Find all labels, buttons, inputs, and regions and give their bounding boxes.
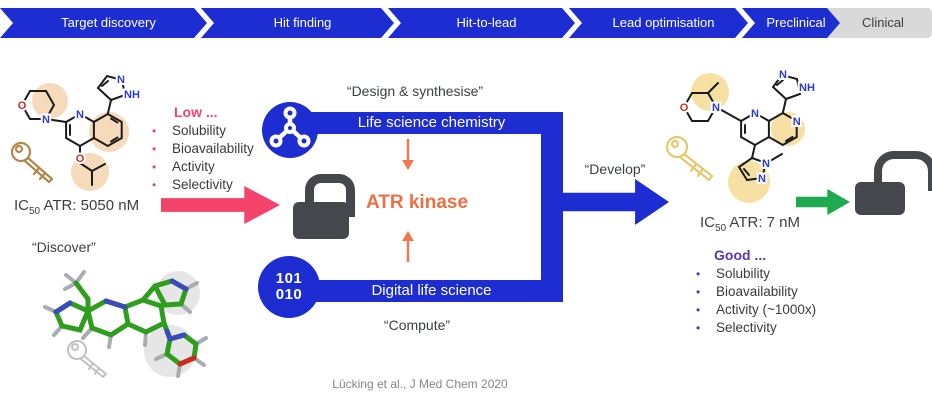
svg-text:N: N (762, 158, 770, 170)
lock-closed-icon (293, 202, 349, 239)
hit-molecule-structure: O N N N NH O (10, 72, 142, 191)
svg-text:O: O (680, 102, 689, 114)
nitrogen-sticks (53, 278, 189, 342)
low-list: •Solubility •Bioavailability •Activity •… (152, 122, 254, 194)
chemistry-circle (262, 102, 318, 158)
svg-text:N: N (712, 102, 720, 114)
list-item: •Bioavailability (696, 284, 798, 299)
compute-circle: 101 010 (258, 256, 320, 318)
svg-text:N: N (751, 108, 759, 120)
svg-text:NH: NH (124, 89, 140, 101)
list-item: •Selectivity (152, 177, 233, 192)
atom-labels: O N N N NH O (16, 72, 142, 167)
oxygen-sticks (177, 355, 197, 367)
compute-label: “Compute” (383, 317, 451, 333)
binary-code-icon: 101 010 (275, 269, 303, 303)
bullet: • (152, 142, 157, 156)
lock-closed-shackle-icon (305, 174, 355, 217)
stage-hit-to-lead: Hit-to-lead (388, 8, 575, 38)
hydrogen-sticks (43, 270, 208, 378)
svg-text:O: O (76, 153, 85, 165)
svg-text:NH: NH (799, 82, 815, 94)
life-science-chemistry-bar: Life science chemistry (300, 112, 563, 134)
svg-text:N: N (779, 69, 787, 81)
key-icon (10, 141, 54, 184)
list-item: •Activity (~1000x) (696, 302, 817, 317)
svg-text:N: N (758, 173, 766, 185)
molecule-icon (269, 106, 311, 148)
svg-text:N: N (76, 109, 84, 121)
stage-target-discovery: Target discovery (0, 8, 207, 38)
low-title: Low ... (174, 104, 218, 120)
stage-preclinical: Preclinical (742, 8, 840, 38)
bond-lines (20, 74, 127, 186)
lead-molecule-structure: O N N N N NH N N (665, 67, 817, 203)
atr-kinase-label: ATR kinase (365, 192, 469, 213)
design-synthesise-label: “Design & synthesise” (346, 83, 484, 99)
lock-open-shackle-icon (874, 151, 932, 191)
atom-labels: O N N N N NH N N (678, 67, 817, 187)
svg-text:N: N (793, 116, 801, 128)
bond-lines (682, 73, 802, 182)
svg-text:O: O (18, 100, 27, 112)
list-item: •Activity (152, 159, 215, 174)
bullet: • (696, 267, 701, 281)
bullet: • (152, 178, 157, 192)
bullet: • (696, 303, 701, 317)
bullet: • (696, 285, 701, 299)
arrow-up-icon (402, 231, 414, 262)
list-item: •Selectivity (696, 320, 777, 335)
digital-life-science-bar: Digital life science (300, 280, 563, 302)
list-item: •Bioavailability (152, 141, 254, 156)
svg-text:N: N (42, 114, 50, 126)
stage-lead-optimisation: Lead optimisation (569, 8, 748, 38)
ic50-lead-label: IC50 ATR: 7 nM (699, 214, 801, 234)
list-item: •Solubility (152, 123, 227, 138)
svg-text:N: N (117, 74, 125, 86)
bracket-vertical-bar (541, 112, 563, 302)
bullet: • (152, 124, 157, 138)
discover-label: “Discover” (32, 239, 96, 255)
good-list: •Solubility •Bioavailability •Activity (… (696, 265, 816, 337)
good-title: Good ... (714, 247, 767, 263)
bullet: • (152, 160, 157, 174)
ic50-hit-label: IC50 ATR: 5050 nM (14, 197, 140, 217)
develop-arrow-icon (563, 179, 669, 225)
key-icon (67, 340, 107, 378)
stage-hit-finding: Hit finding (201, 8, 394, 38)
arrow-down-icon (402, 139, 414, 170)
key-icon (665, 135, 714, 182)
list-item: •Solubility (696, 266, 771, 281)
lock-open-icon (855, 182, 905, 215)
citation: Lücking et al., J Med Chem 2020 (332, 377, 508, 391)
bullet: • (696, 321, 701, 335)
develop-label: “Develop” (584, 161, 646, 177)
3d-molecule-model (43, 270, 208, 378)
